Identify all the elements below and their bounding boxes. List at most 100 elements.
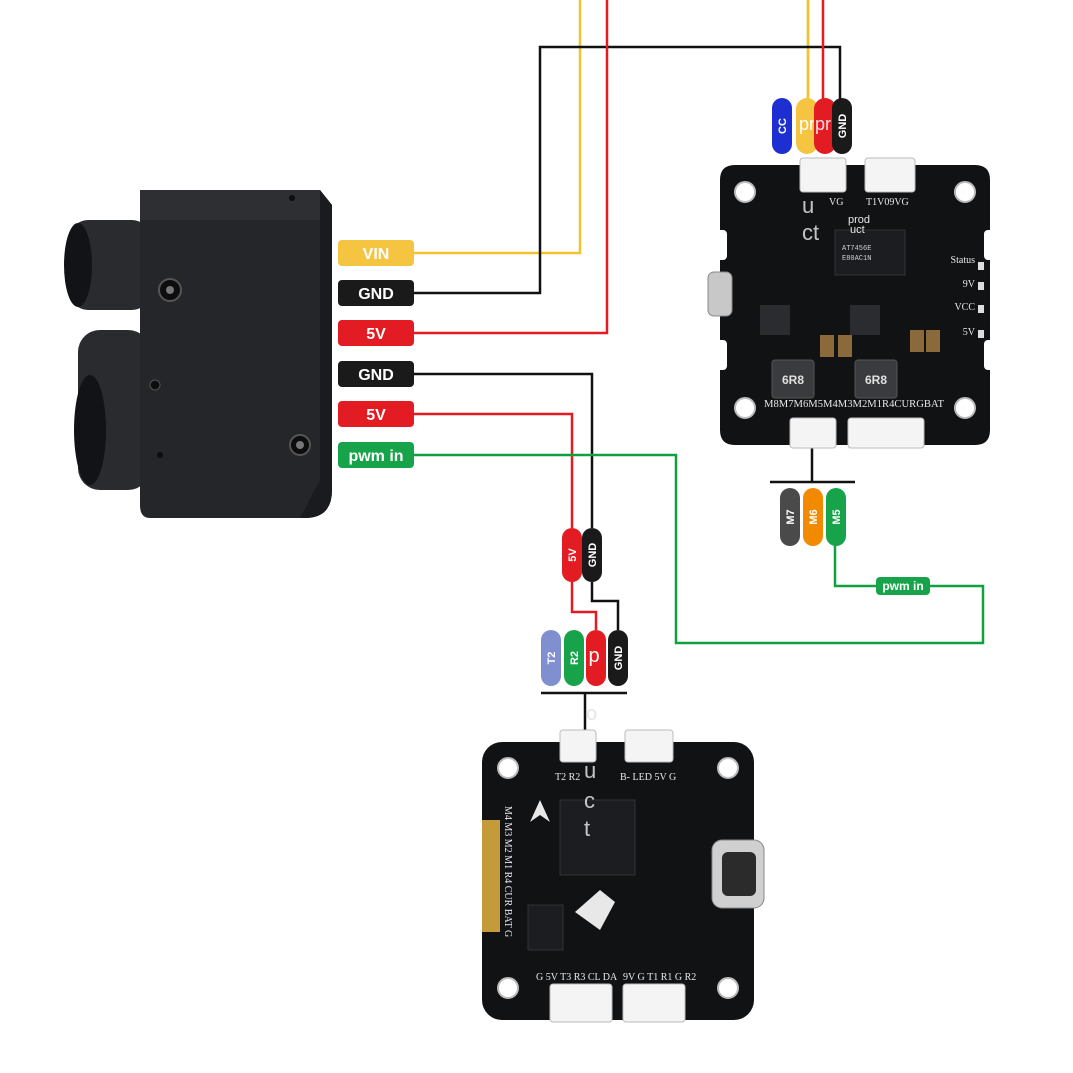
fc-top-connector-right xyxy=(624,729,674,763)
lens-housing-top xyxy=(70,220,150,310)
label-vin: VIN xyxy=(338,240,414,266)
mount-hole-icon xyxy=(734,181,756,203)
mid-labels: 5V GND xyxy=(562,528,602,582)
label-gnd-fc: GND xyxy=(608,630,628,686)
svg-text:M8M7M6M5M4M3M2M1R4CURGBAT: M8M7M6M5M4M3M2M1R4CURGBAT xyxy=(764,399,944,410)
svg-text:pwm in: pwm in xyxy=(882,579,923,593)
mount-hole-icon xyxy=(954,397,976,419)
mount-hole-icon xyxy=(497,977,519,999)
wire-5va-red xyxy=(410,0,609,335)
esc-top-labels: CC pr pr GND xyxy=(772,98,852,154)
fc-bottom-connector-right xyxy=(622,983,686,1023)
label-r2: R2 xyxy=(564,630,584,686)
wire-vin-yellow xyxy=(410,0,582,255)
wires xyxy=(410,0,985,742)
wire-5vb-red-low xyxy=(570,582,598,630)
svg-text:Status: Status xyxy=(951,255,976,266)
label-pr-red: pr xyxy=(814,98,836,154)
mount-hole-icon xyxy=(717,977,739,999)
svg-text:5V: 5V xyxy=(963,327,976,338)
svg-text:M7: M7 xyxy=(785,509,797,524)
device-body xyxy=(140,190,332,518)
label-5v-2: 5V xyxy=(338,401,414,427)
esc-bottom-connector-right xyxy=(847,417,925,449)
label-cc: CC xyxy=(772,98,792,154)
svg-text:R2: R2 xyxy=(569,651,581,665)
svg-text:T2 R2: T2 R2 xyxy=(555,772,580,783)
label-gnd-top: GND xyxy=(832,98,852,154)
svg-text:M5: M5 xyxy=(831,509,843,524)
wire-gnd1-black xyxy=(410,45,842,295)
label-5v: 5V xyxy=(338,320,414,346)
svg-text:u: u xyxy=(584,758,596,783)
svg-text:GND: GND xyxy=(358,367,394,384)
svg-text:pr: pr xyxy=(815,114,831,134)
svg-text:GND: GND xyxy=(358,286,394,303)
svg-text:5V: 5V xyxy=(366,326,386,343)
wire-yellow-top xyxy=(605,0,810,100)
svg-text:5V: 5V xyxy=(567,548,579,562)
osd-chip xyxy=(834,229,906,276)
fc-labels: T2 R2 p GND xyxy=(541,630,628,686)
svg-text:p: p xyxy=(588,645,599,667)
label-m7: M7 xyxy=(780,488,800,546)
svg-text:GND: GND xyxy=(613,646,625,671)
label-t2: T2 xyxy=(541,630,561,686)
mount-hole-icon xyxy=(954,181,976,203)
label-p-red: p xyxy=(586,630,606,686)
mount-hole-icon xyxy=(734,397,756,419)
label-m5: M5 xyxy=(826,488,846,546)
svg-text:T1V09VG: T1V09VG xyxy=(866,197,909,208)
edge-pads xyxy=(482,820,500,932)
svg-text:uct: uct xyxy=(850,224,865,236)
svg-text:M4 M3 M2 M1 R4 CUR BAT G: M4 M3 M2 M1 R4 CUR BAT G xyxy=(502,806,513,937)
svg-text:pwm in: pwm in xyxy=(348,448,403,465)
label-gnd-mid: GND xyxy=(582,528,602,582)
svg-text:pr: pr xyxy=(799,114,815,134)
wire-pwm-green xyxy=(410,453,985,645)
svg-text:9V: 9V xyxy=(963,279,976,290)
svg-text:ct: ct xyxy=(802,220,819,245)
esc-top-connector-right xyxy=(864,157,916,193)
label-pr-yellow: pr xyxy=(796,98,818,154)
brand-logo-icon xyxy=(575,890,615,930)
svg-text:VG: VG xyxy=(829,197,843,208)
inductor-icon xyxy=(771,359,815,399)
label-5v-mid: 5V xyxy=(562,528,582,582)
esc-top-connector-left xyxy=(799,157,847,193)
label-pwm-in: pwm in xyxy=(338,442,414,468)
wire-gnd2-black xyxy=(410,372,594,528)
svg-text:GND: GND xyxy=(587,543,599,568)
svg-text:prod: prod xyxy=(848,214,870,226)
label-m6: M6 xyxy=(803,488,823,546)
svg-text:CC: CC xyxy=(777,118,789,134)
svg-text:GND: GND xyxy=(837,114,849,139)
mcu-chip xyxy=(559,799,636,876)
mount-hole-icon xyxy=(497,757,519,779)
lens-top xyxy=(64,223,92,307)
svg-text:B- LED 5V G: B- LED 5V G xyxy=(620,772,676,783)
svg-text:t: t xyxy=(584,816,590,841)
screw-icon xyxy=(149,379,161,391)
wire-pwm-green-esc xyxy=(833,544,876,588)
svg-text:E80AC1N: E80AC1N xyxy=(842,255,871,263)
fc-top-connector-left xyxy=(559,729,597,763)
wire-5vb-red xyxy=(410,412,574,528)
svg-text:6R8: 6R8 xyxy=(865,373,887,387)
rangefinder-device xyxy=(64,190,332,518)
motor-labels: M7 M6 M5 xyxy=(780,488,846,546)
flight-controller-board: T2 R2 B- LED 5V G M4 M3 M2 M1 R4 CUR BAT… xyxy=(482,703,765,1023)
svg-text:AT7456E: AT7456E xyxy=(842,245,871,253)
usb-port-icon xyxy=(707,271,733,317)
fc-bottom-connector-left xyxy=(549,983,613,1023)
label-gnd: GND xyxy=(338,280,414,306)
esc-board: AT7456E E80AC1N 6R8 6R8 VG T1V09VG Statu… xyxy=(707,157,996,449)
wire-gnd2-black-low xyxy=(590,582,620,630)
svg-text:u: u xyxy=(802,193,814,218)
arrow-logo-icon xyxy=(530,800,550,822)
svg-text:c: c xyxy=(584,788,595,813)
svg-text:5V: 5V xyxy=(366,407,386,424)
svg-text:VIN: VIN xyxy=(363,246,390,263)
label-gnd-2: GND xyxy=(338,361,414,387)
